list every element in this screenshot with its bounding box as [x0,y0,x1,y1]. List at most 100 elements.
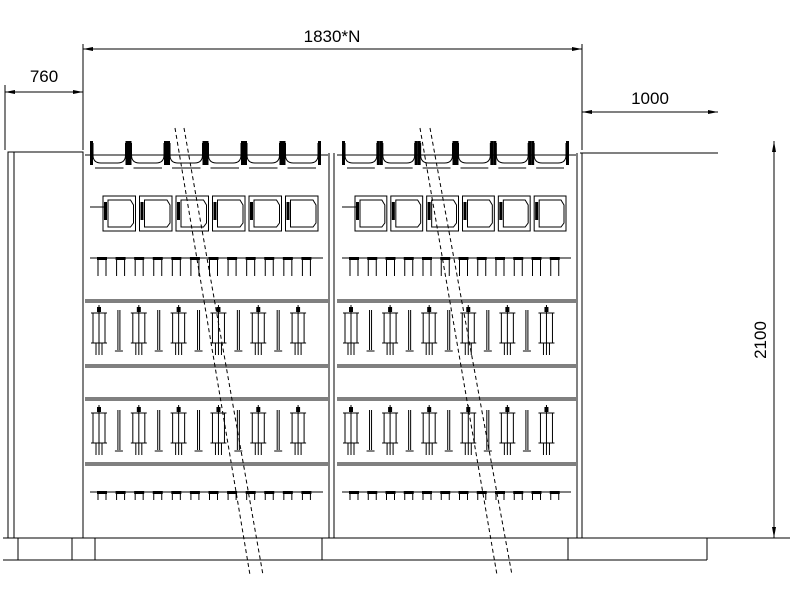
dimension-left-clearance: 760 [30,67,58,86]
hook [208,491,219,500]
hook [97,257,107,276]
hook [385,257,396,276]
spindle [444,410,453,452]
spool-holder [128,141,167,169]
spindle [130,305,147,355]
hook [403,257,414,276]
hook [227,257,238,276]
hook [531,491,542,500]
bobbin-box [426,195,459,232]
spindle [405,410,414,452]
hook [227,491,238,500]
hook [152,257,163,276]
spool-holder [167,141,206,169]
bobbin-box [102,195,136,232]
hook [189,257,200,276]
hook [301,491,312,500]
break-line [429,127,513,576]
rack-module [337,127,576,576]
hook [440,257,451,276]
spindle [460,405,477,455]
spool-holder [205,141,244,169]
hook [301,257,312,276]
spindle [250,305,267,355]
spindle [382,305,399,355]
hook [282,491,293,500]
bobbin-box [248,195,282,232]
hook [97,491,107,500]
hook [440,491,451,500]
spindle [421,305,438,355]
arrow-icon [83,47,93,51]
hook [476,257,487,276]
spindle [343,405,359,455]
hook [476,491,487,500]
spindle [382,405,399,455]
bobbin-box [212,195,246,232]
arrow-icon [572,47,582,51]
spindle [538,405,555,455]
spindle [483,410,492,452]
hook [349,491,359,500]
bobbin-box [285,195,319,232]
spindle [274,410,283,452]
spindle [91,405,107,455]
hook [367,491,378,500]
hook [385,491,396,500]
spindle [91,305,107,355]
spindle [499,305,516,355]
bobbin-box [175,195,209,232]
hook [152,491,163,500]
hook [549,257,560,276]
arrow-icon [772,527,776,538]
bobbin-box [533,195,567,232]
spindle [522,310,531,352]
break-line [174,127,251,576]
spindle [522,410,531,452]
hook [367,257,378,276]
spindle [154,310,163,352]
spindle [234,410,243,452]
spool-holder [455,141,494,169]
bobbin-box [390,195,424,232]
bobbin-box [497,195,531,232]
hook [282,257,293,276]
hook [513,491,524,500]
spindle [194,310,203,352]
spool-holder [244,141,283,169]
dimension-total-width: 1830*N [304,27,361,46]
spindle [170,405,187,455]
hook [189,491,200,500]
arrow-icon [5,90,15,94]
hook [264,257,275,276]
frame-structure [3,151,790,561]
arrow-icon [708,110,718,114]
dimension-right-clearance: 1000 [631,89,669,108]
spindle [170,305,187,355]
hook [245,257,256,276]
spindle [194,410,203,452]
hook [115,491,126,500]
spindle [483,310,492,352]
hook [171,491,182,500]
spindle [114,410,123,452]
break-line [419,127,498,576]
hook [422,491,432,500]
hook [245,491,256,500]
spindle [130,405,147,455]
hook [134,257,145,276]
arrow-icon [772,141,776,152]
spindle [444,310,453,352]
spindle [274,310,283,352]
spindle [343,305,359,355]
spool-holder [282,141,321,169]
spindle [460,305,477,355]
hook [495,491,505,500]
hook [264,491,275,500]
hook [349,257,359,276]
bobbin-box [462,195,495,232]
hook [458,491,469,500]
dimension-lines: 1830*N 760 1000 2100 [4,27,776,538]
spindle [538,305,555,355]
spindle [154,410,163,452]
